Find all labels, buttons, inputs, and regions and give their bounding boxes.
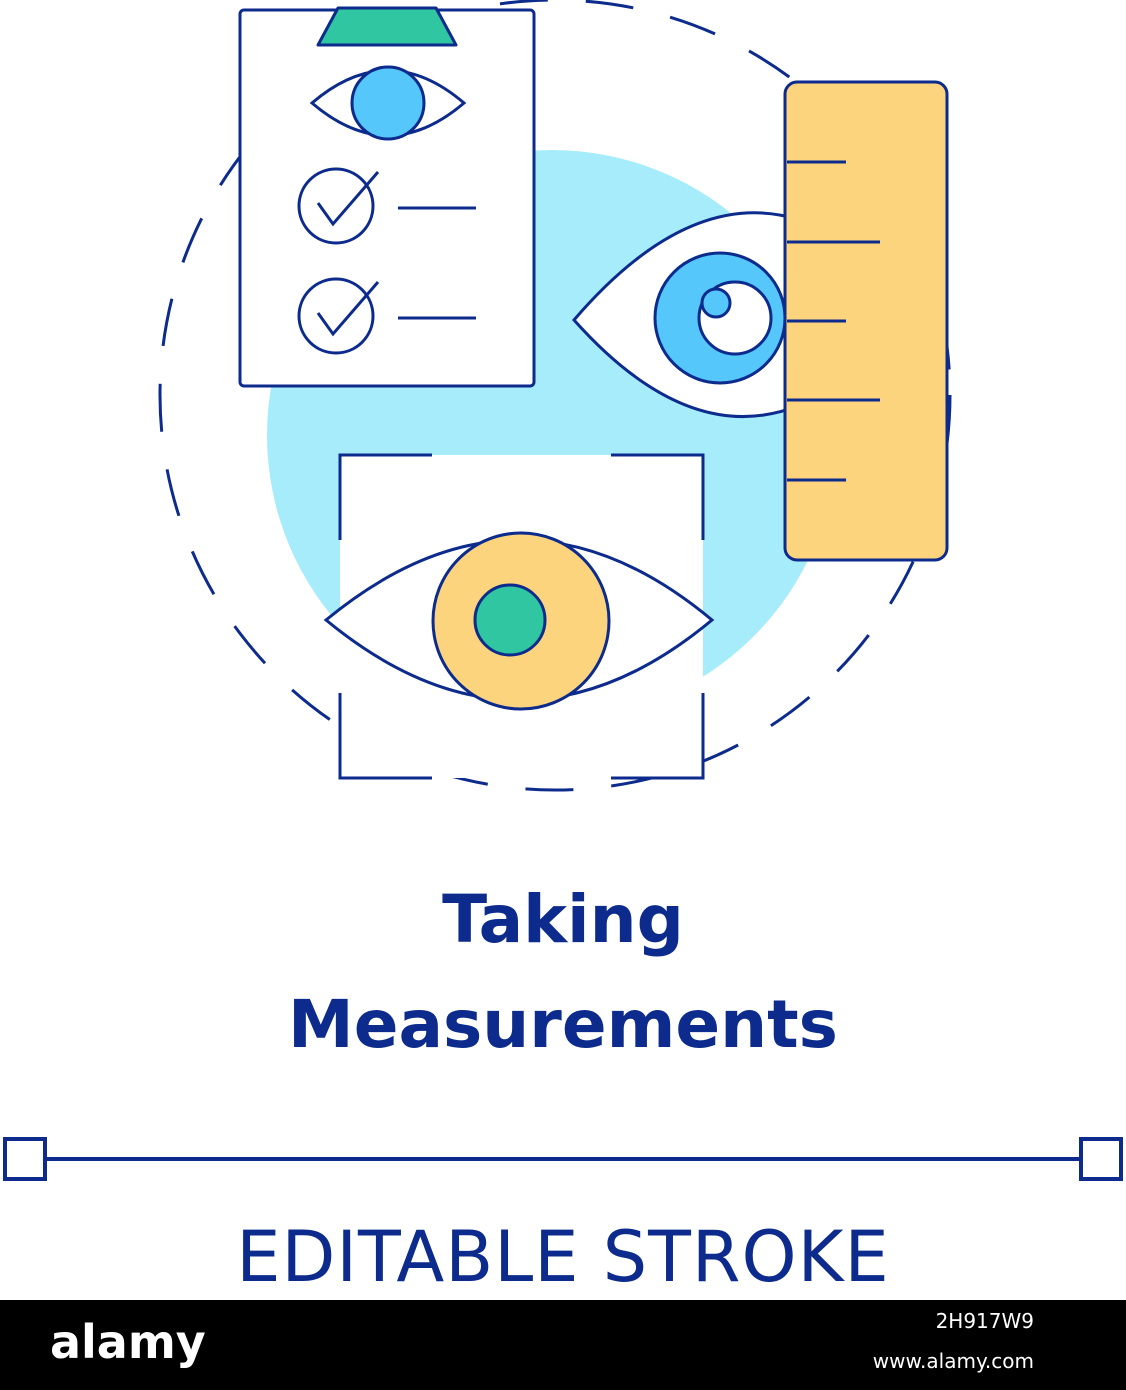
editable-stroke-indicator [3, 1137, 1123, 1181]
footer-image-id: 2H917W9 [935, 1309, 1034, 1333]
footer-bar: alamy 2H917W9 www.alamy.com [0, 1300, 1126, 1390]
clipboard-icon [238, 6, 536, 388]
eye-scan-frame-icon [323, 453, 715, 780]
footer-site: www.alamy.com [872, 1349, 1034, 1373]
taking-measurements-illustration [158, 0, 952, 792]
dashed-circle-icon [158, 0, 952, 792]
checkmark-circle-icon [297, 167, 476, 245]
ruler-icon [783, 80, 949, 562]
eye-icon [309, 65, 467, 141]
title-line-2: Measurements [288, 986, 838, 1063]
stroke-handle-left [3, 1137, 47, 1181]
title-line-1: Taking [442, 881, 684, 958]
eye-icon [572, 211, 802, 418]
footer-logo: alamy [50, 1315, 206, 1369]
checkmark-circle-icon [297, 277, 476, 355]
editable-stroke-label: EDITABLE STROKE [236, 1216, 890, 1298]
stroke-handle-right [1079, 1137, 1123, 1181]
